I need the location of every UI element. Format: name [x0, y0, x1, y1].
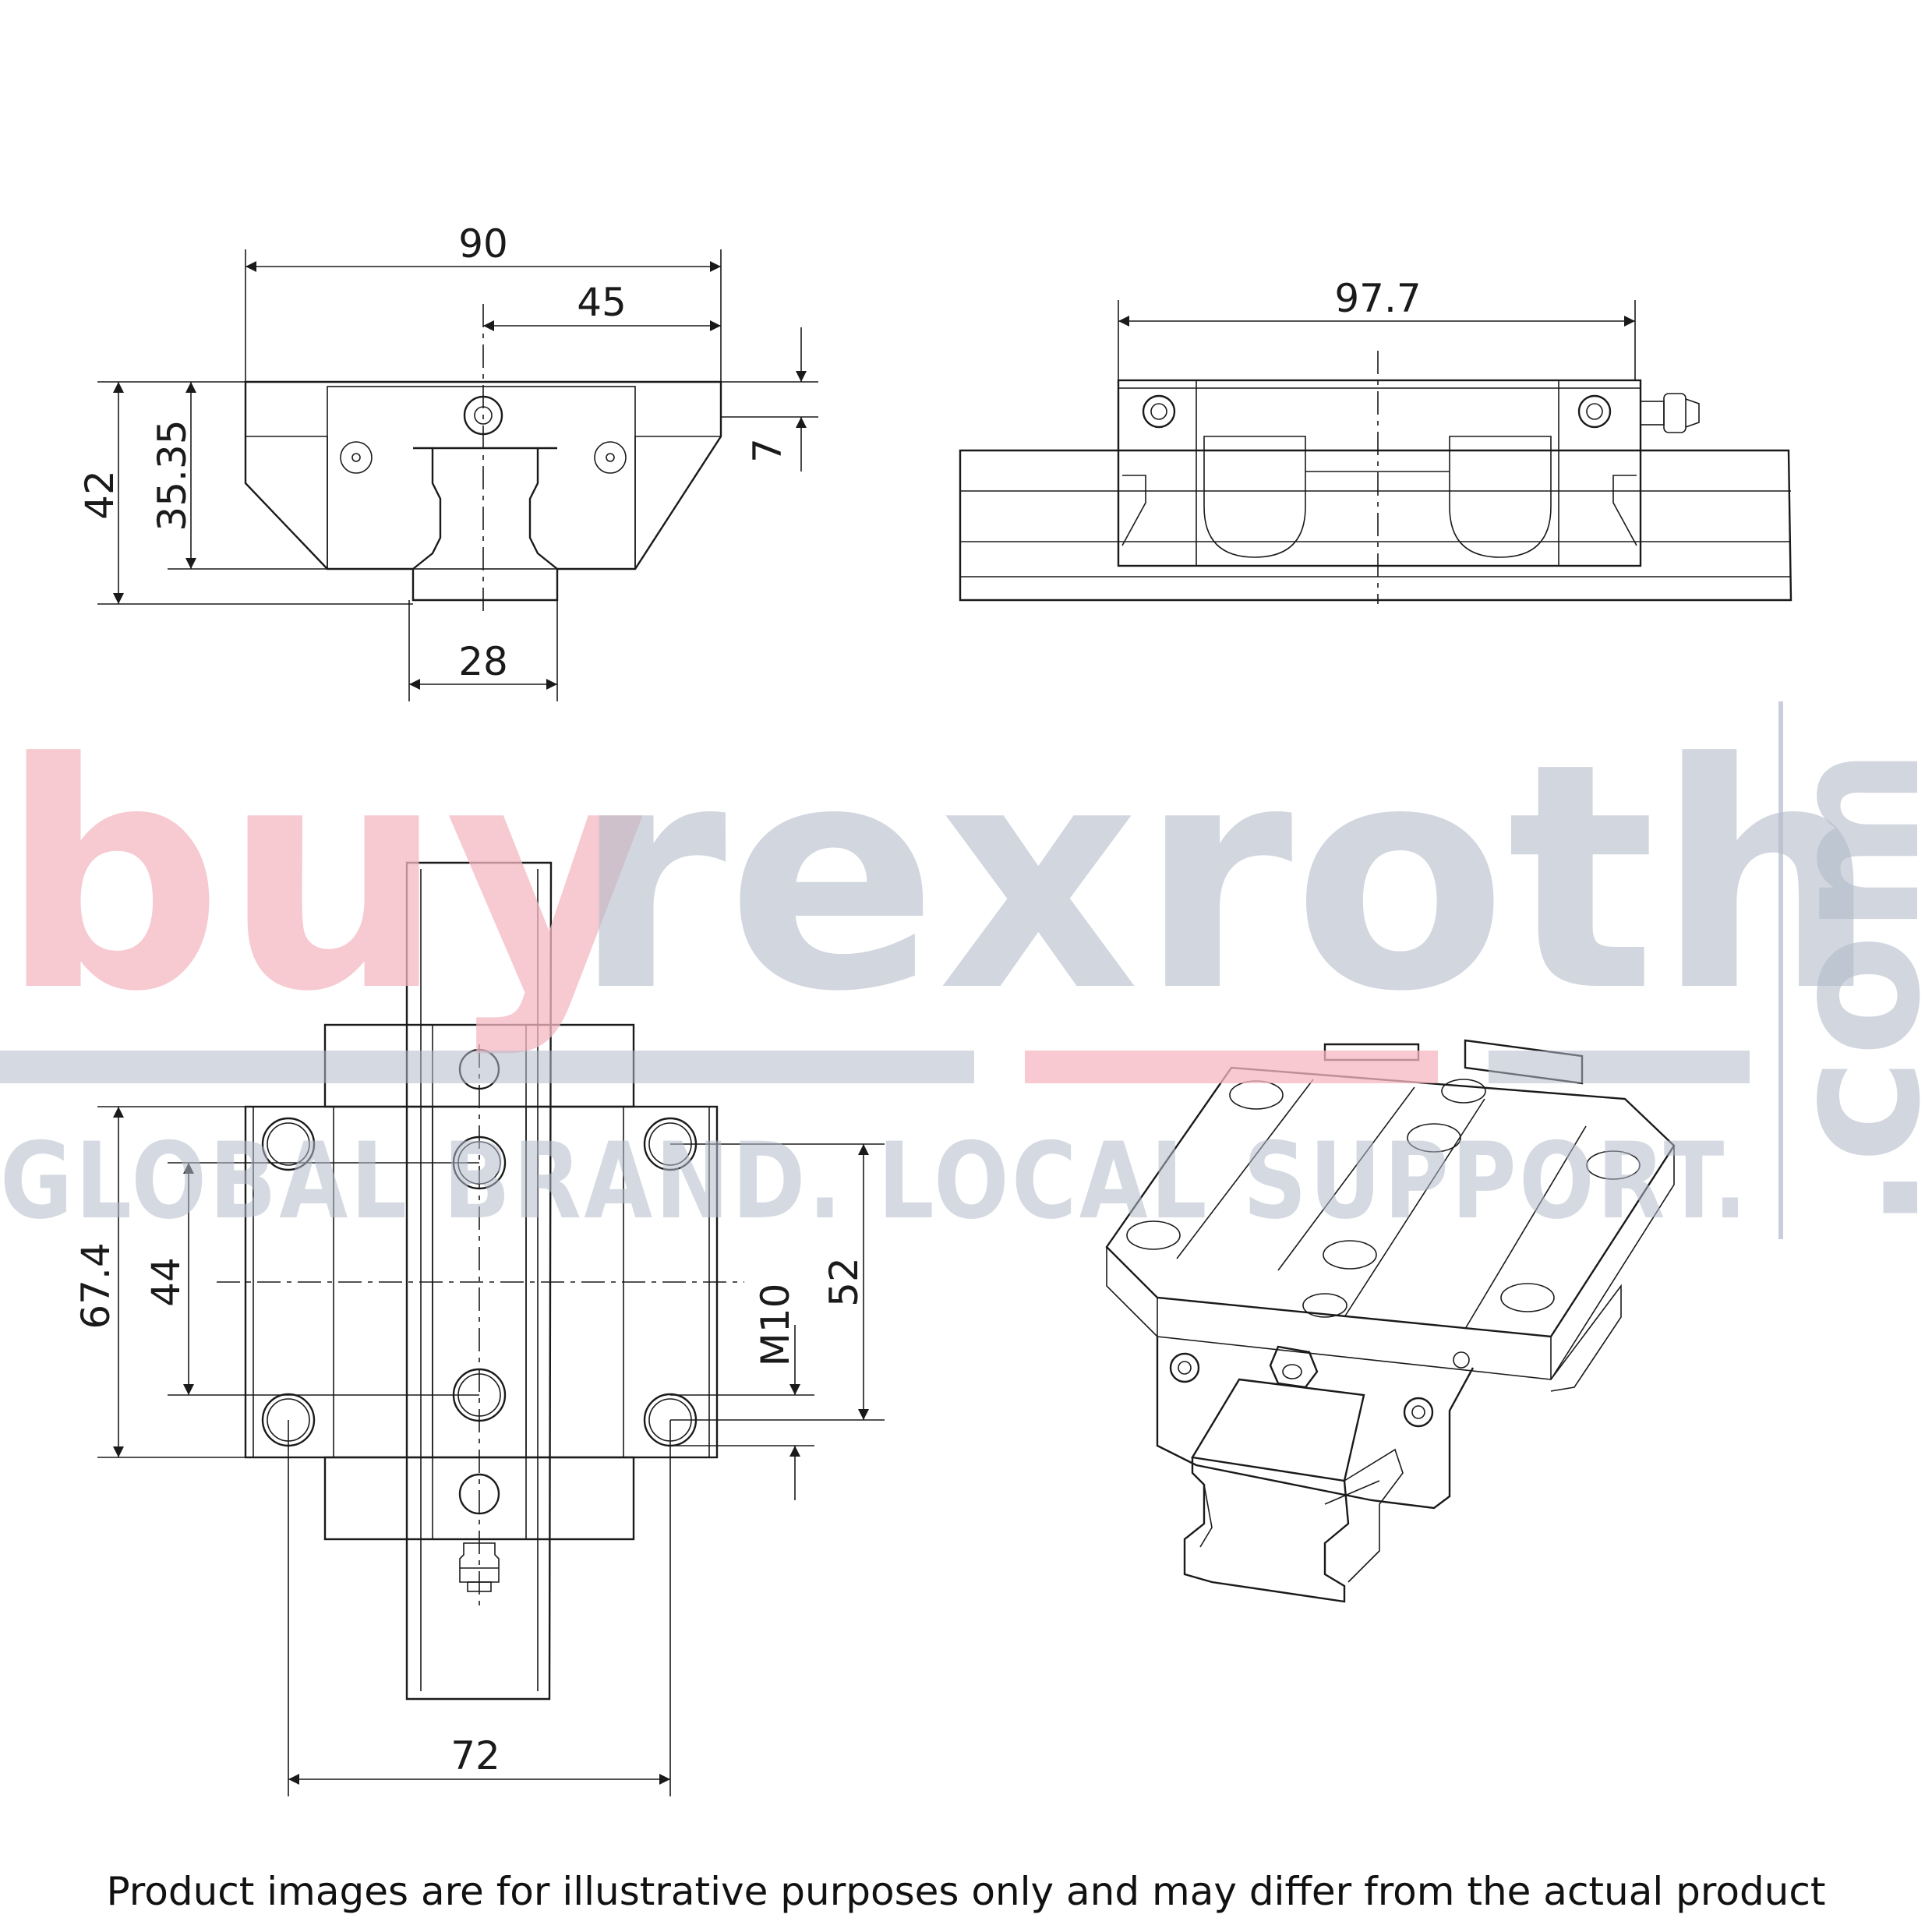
watermark-bar-right — [1489, 1051, 1750, 1083]
dim-97-7-label: 97.7 — [1334, 276, 1421, 321]
watermark-rexroth: rexroth — [573, 698, 1878, 1060]
dim-28-label: 28 — [458, 639, 508, 684]
dim-90-label: 90 — [458, 221, 508, 267]
disclaimer-text: Product images are for illustrative purp… — [106, 1869, 1826, 1914]
dim-72-label: 72 — [450, 1733, 500, 1778]
dim-67-4-label: 67.4 — [73, 1242, 118, 1329]
dim-7-label: 7 — [745, 438, 790, 463]
dim-42-label: 42 — [77, 470, 122, 520]
dim-52-label: 52 — [821, 1257, 867, 1307]
watermark-buy: buy — [0, 698, 648, 1060]
front-view: 90 45 42 35.35 7 28 — [77, 221, 818, 701]
dim-m10-label: M10 — [753, 1284, 798, 1367]
side-view: 97.7 — [959, 276, 1792, 604]
dim-44-label: 44 — [143, 1257, 189, 1307]
watermark-bar-pink — [1025, 1051, 1438, 1083]
dim-45-label: 45 — [577, 280, 627, 325]
dim-35-35-label: 35.35 — [150, 419, 195, 531]
top-view: 67.4 44 52 M10 72 — [73, 861, 885, 1796]
watermark: buy rexroth GLOBAL BRAND. LOCAL SUPPORT.… — [0, 698, 1932, 1242]
watermark-bar-left — [0, 1051, 974, 1083]
watermark-tagline: GLOBAL BRAND. LOCAL SUPPORT. — [0, 1120, 1750, 1242]
watermark-com: .com — [1752, 747, 1932, 1231]
